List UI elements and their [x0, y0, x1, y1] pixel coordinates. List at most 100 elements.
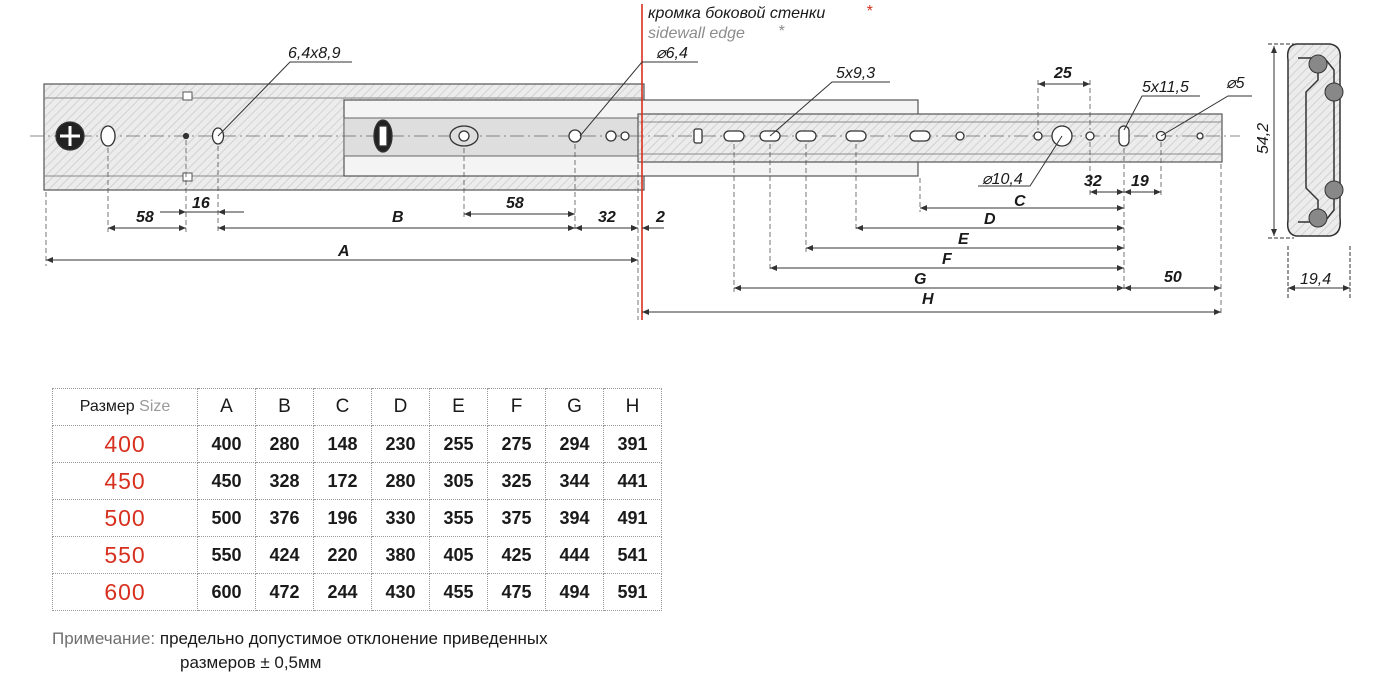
table-cell: 494: [545, 573, 604, 611]
dim-32-front: 32: [598, 209, 616, 226]
table-cell: 400: [197, 425, 256, 463]
size-cell: 550: [52, 536, 198, 574]
dim-50: 50: [1164, 269, 1182, 286]
dim-H: H: [922, 291, 934, 308]
table-cell: 600: [197, 573, 256, 611]
dim-C: C: [1014, 193, 1026, 210]
table-cell: 475: [487, 573, 546, 611]
note-text-2: размеров ± 0,5мм: [180, 653, 322, 672]
table-cell: 148: [313, 425, 372, 463]
note-text-1: предельно допустимое отклонение приведен…: [159, 629, 548, 648]
column-header: E: [429, 388, 488, 426]
table-header-row: Размер Size A B C D E F G H: [52, 388, 662, 426]
table-cell: 405: [429, 536, 488, 574]
table-cell: 294: [545, 425, 604, 463]
tolerance-note: Примечание: предельно допустимое отклоне…: [52, 627, 548, 675]
size-label-ru: Размер: [79, 398, 135, 415]
sidewall-label-en: sidewall edge: [648, 25, 745, 42]
table-cell: 325: [487, 462, 546, 500]
table-cell: 280: [255, 425, 314, 463]
callout-slot-rear: 6,4x8,9: [288, 45, 341, 62]
table-row: 450 450 328 172 280 305 325 344 441: [52, 462, 662, 500]
dim-height: 54,2: [1255, 123, 1272, 154]
table-cell: 550: [197, 536, 256, 574]
table-cell: 280: [371, 462, 430, 500]
table-cell: 391: [603, 425, 662, 463]
table-cell: 425: [487, 536, 546, 574]
table-cell: 220: [313, 536, 372, 574]
table-cell: 305: [429, 462, 488, 500]
table-cell: 330: [371, 499, 430, 537]
column-header: A: [197, 388, 256, 426]
column-header: F: [487, 388, 546, 426]
table-cell: 591: [603, 573, 662, 611]
callout-slot-front: 5x11,5: [1142, 79, 1189, 96]
dim-25: 25: [1053, 65, 1073, 82]
size-table: Размер Size A B C D E F G H 400 400 280 …: [52, 388, 662, 611]
sidewall-label-ru: кромка боковой стенки: [648, 5, 825, 22]
table-cell: 455: [429, 573, 488, 611]
table-cell: 344: [545, 462, 604, 500]
sidewall-asterisk-ru: *: [866, 3, 873, 20]
dim-width: 19,4: [1300, 271, 1331, 288]
size-cell: 500: [52, 499, 198, 537]
table-cell: 430: [371, 573, 430, 611]
table-cell: 450: [197, 462, 256, 500]
callout-hole-small: ⌀5: [1226, 75, 1245, 92]
column-header: C: [313, 388, 372, 426]
column-header: D: [371, 388, 430, 426]
table-cell: 376: [255, 499, 314, 537]
table-cell: 500: [197, 499, 256, 537]
callout-slot-mid: 5x9,3: [836, 65, 875, 82]
column-header: G: [545, 388, 604, 426]
table-cell: 444: [545, 536, 604, 574]
table-cell: 172: [313, 462, 372, 500]
note-label: Примечание:: [52, 629, 156, 648]
table-cell: 196: [313, 499, 372, 537]
callout-hole-big: ⌀10,4: [982, 171, 1023, 188]
size-cell: 600: [52, 573, 198, 611]
callout-front-hole: ⌀6,4: [656, 45, 688, 62]
table-cell: 255: [429, 425, 488, 463]
size-label-en: Size: [139, 398, 171, 415]
dim-A: A: [337, 243, 350, 260]
table-row: 500 500 376 196 330 355 375 394 491: [52, 499, 662, 537]
table-cell: 375: [487, 499, 546, 537]
table-cell: 394: [545, 499, 604, 537]
rear-slot: [100, 125, 116, 147]
size-column-header: Размер Size: [52, 388, 198, 426]
size-cell: 450: [52, 462, 198, 500]
rear-bracket-icon: [55, 121, 85, 151]
table-row: 550 550 424 220 380 405 425 444 541: [52, 536, 662, 574]
table-cell: 424: [255, 536, 314, 574]
note-line-1: Примечание: предельно допустимое отклоне…: [52, 627, 548, 651]
column-header: B: [255, 388, 314, 426]
table-row: 400 400 280 148 230 255 275 294 391: [52, 425, 662, 463]
table-cell: 441: [603, 462, 662, 500]
table-cell: 541: [603, 536, 662, 574]
dim-F: F: [942, 251, 953, 268]
dim-G: G: [914, 271, 926, 288]
size-cell: 400: [52, 425, 198, 463]
slot-5x11-5: [1118, 125, 1130, 147]
dim-D: D: [984, 211, 996, 228]
dim-58-rear: 58: [136, 209, 154, 226]
table-cell: 244: [313, 573, 372, 611]
table-cell: 380: [371, 536, 430, 574]
table-cell: 472: [255, 573, 314, 611]
dim-32-holes: 32: [1084, 173, 1102, 190]
dim-58-mid: 58: [506, 195, 524, 212]
lock-icon: [373, 119, 393, 153]
column-header: H: [603, 388, 662, 426]
dim-B: B: [392, 209, 404, 226]
table-cell: 328: [255, 462, 314, 500]
dim-16: 16: [192, 195, 210, 212]
dim-19: 19: [1131, 173, 1149, 190]
table-cell: 491: [603, 499, 662, 537]
sidewall-asterisk-en: *: [778, 23, 785, 40]
dim-2: 2: [655, 209, 665, 226]
dim-E: E: [958, 231, 970, 248]
table-cell: 355: [429, 499, 488, 537]
cross-section: [1286, 43, 1344, 237]
